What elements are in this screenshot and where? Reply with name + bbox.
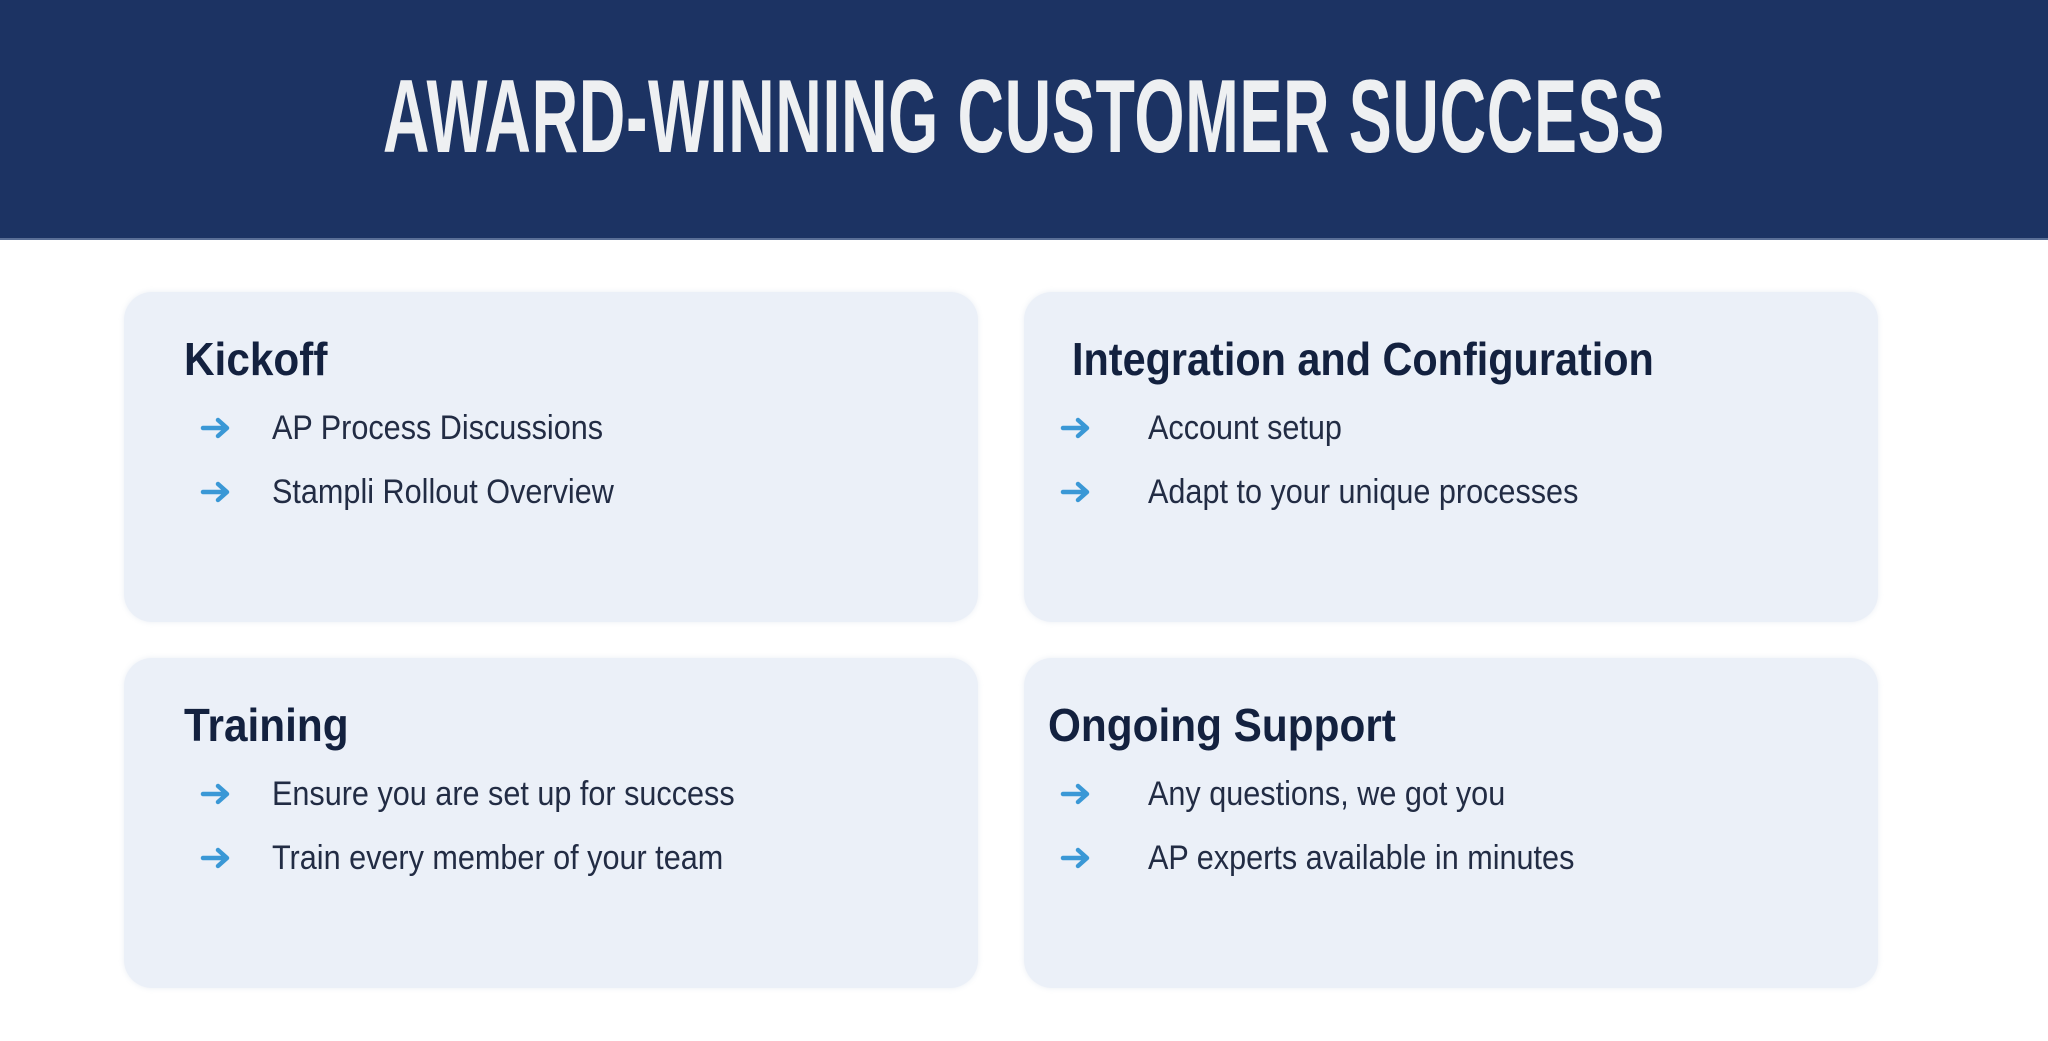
list-item-label: Adapt to your unique processes [1148, 472, 1579, 511]
list-item: AP Process Discussions [200, 406, 640, 450]
page-title: AWARD-WINNING CUSTOMER SUCCESS [383, 58, 1665, 175]
arrow-right-icon [200, 481, 230, 503]
header-banner: AWARD-WINNING CUSTOMER SUCCESS [0, 0, 2048, 240]
arrow-right-icon [1060, 481, 1090, 503]
arrow-right-icon [200, 783, 230, 805]
card-ongoing-support: Ongoing Support Any questions, we got yo… [1024, 658, 1878, 988]
list-item-label: AP experts available in minutes [1148, 838, 1575, 877]
list-item: AP experts available in minutes [1060, 836, 1622, 880]
card-title: Training [184, 699, 349, 751]
list-item: Ensure you are set up for success [200, 772, 786, 816]
list-item-label: Any questions, we got you [1148, 774, 1506, 813]
card-kickoff: Kickoff AP Process Discussions Stampli R… [124, 292, 978, 622]
card-training: Training Ensure you are set up for succe… [124, 658, 978, 988]
arrow-right-icon [1060, 783, 1090, 805]
list-item-label: Train every member of your team [272, 838, 724, 877]
list-item-label: Stampli Rollout Overview [272, 472, 614, 511]
list-item: Adapt to your unique processes [1060, 470, 1626, 514]
card-title: Ongoing Support [1048, 699, 1396, 751]
list-item: Train every member of your team [200, 836, 773, 880]
list-item: Stampli Rollout Overview [200, 470, 652, 514]
card-title: Integration and Configuration [1072, 333, 1654, 385]
card-integration-configuration: Integration and Configuration Account se… [1024, 292, 1878, 622]
arrow-right-icon [200, 417, 230, 439]
arrow-right-icon [1060, 847, 1090, 869]
list-item-label: Ensure you are set up for success [272, 774, 735, 813]
list-item-label: Account setup [1148, 408, 1342, 447]
list-item: Account setup [1060, 406, 1363, 450]
list-item-label: AP Process Discussions [272, 408, 604, 447]
card-title: Kickoff [184, 333, 328, 385]
arrow-right-icon [1060, 417, 1090, 439]
arrow-right-icon [200, 847, 230, 869]
list-item: Any questions, we got you [1060, 772, 1545, 816]
